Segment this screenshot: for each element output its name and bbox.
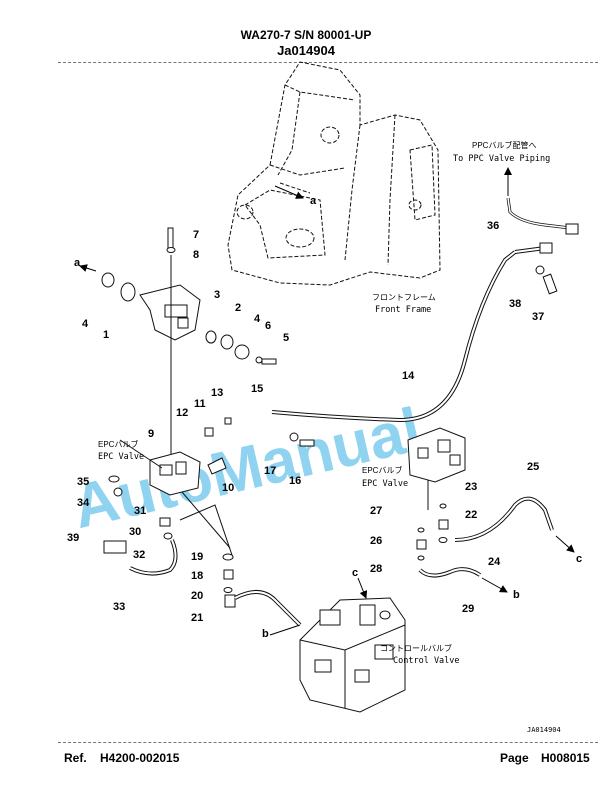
callout-5: 5 bbox=[283, 332, 289, 344]
callout-31: 31 bbox=[134, 505, 146, 517]
page-value: H008015 bbox=[541, 751, 590, 765]
callout-23: 23 bbox=[465, 481, 477, 493]
callout-10: 10 bbox=[222, 482, 234, 494]
fittings-16-17 bbox=[289, 432, 315, 447]
callout-32: 32 bbox=[133, 549, 145, 561]
callout-38: 38 bbox=[509, 298, 521, 310]
callout-26: 26 bbox=[370, 535, 382, 547]
hose-29 bbox=[418, 567, 482, 578]
callout-33: 33 bbox=[113, 601, 125, 613]
callout-2: 2 bbox=[235, 302, 241, 314]
control-valve bbox=[299, 597, 406, 713]
callout-20: 20 bbox=[191, 590, 203, 602]
epc-valve-left bbox=[103, 417, 232, 554]
callout-a-left: a bbox=[74, 257, 81, 269]
front-frame-label-jp: フロントフレーム bbox=[372, 293, 436, 302]
page-label: Page bbox=[500, 751, 529, 765]
epc-left-label-jp: EPCバルブ bbox=[98, 439, 138, 449]
callout-c-right: c bbox=[576, 553, 582, 565]
callout-a-frame: a bbox=[310, 195, 317, 207]
callout-4b: 4 bbox=[254, 313, 261, 325]
hose-21 bbox=[234, 590, 302, 627]
header-divider bbox=[58, 62, 598, 63]
callout-30: 30 bbox=[129, 526, 141, 538]
front-frame bbox=[227, 61, 441, 286]
fittings-22-28 bbox=[416, 503, 449, 561]
callout-12: 12 bbox=[176, 407, 188, 419]
fittings-18-21 bbox=[222, 553, 236, 608]
callout-7: 7 bbox=[193, 229, 199, 241]
epc-left-label-en: EPC Valve bbox=[98, 452, 144, 462]
callout-8: 8 bbox=[193, 249, 199, 261]
ppc-label-en: To PPC Valve Piping bbox=[453, 154, 550, 164]
callout-19: 19 bbox=[191, 551, 203, 563]
callout-4a: 4 bbox=[82, 318, 89, 330]
callout-22: 22 bbox=[465, 509, 477, 521]
callout-16: 16 bbox=[289, 475, 301, 487]
ref-label: Ref. bbox=[64, 751, 87, 765]
callout-27: 27 bbox=[370, 505, 382, 517]
callout-25: 25 bbox=[527, 461, 539, 473]
callout-34: 34 bbox=[77, 497, 90, 509]
callout-17: 17 bbox=[264, 465, 276, 477]
ref-value: H4200-002015 bbox=[100, 751, 180, 765]
diagram-code: Ja014904 bbox=[277, 43, 335, 58]
hose-25 bbox=[454, 496, 554, 542]
hose-33 bbox=[129, 539, 178, 576]
callout-35: 35 bbox=[77, 476, 89, 488]
control-valve-label-jp: コントロールバルブ bbox=[380, 643, 452, 653]
front-frame-label-en: Front Frame bbox=[375, 305, 431, 315]
callout-29: 29 bbox=[462, 603, 474, 615]
callout-b-right: b bbox=[513, 589, 520, 601]
epc-bracket bbox=[101, 227, 277, 365]
callout-18: 18 bbox=[191, 570, 203, 582]
callout-1: 1 bbox=[103, 329, 109, 341]
callout-24: 24 bbox=[488, 556, 501, 568]
callout-11: 11 bbox=[194, 398, 206, 410]
diagram-title: WA270-7 S/N 80001-UP bbox=[240, 28, 372, 42]
epc-right-label-en: EPC Valve bbox=[362, 479, 408, 489]
callout-21: 21 bbox=[191, 612, 203, 624]
callout-39: 39 bbox=[67, 532, 79, 544]
callout-36: 36 bbox=[487, 220, 499, 232]
callout-13: 13 bbox=[211, 387, 223, 399]
ppc-hose bbox=[506, 197, 579, 235]
callout-37: 37 bbox=[532, 311, 544, 323]
control-valve-label-en: Control Valve bbox=[393, 656, 460, 666]
fittings-37-38 bbox=[535, 265, 558, 295]
callout-c-control: c bbox=[352, 567, 358, 579]
callout-3: 3 bbox=[214, 289, 220, 301]
callout-6: 6 bbox=[265, 320, 271, 332]
epc-valve-right bbox=[407, 427, 466, 483]
hose-14 bbox=[271, 242, 553, 423]
figure-code: JA014904 bbox=[527, 726, 561, 734]
footer-divider bbox=[58, 742, 598, 743]
epc-right-label-jp: EPCバルブ bbox=[362, 465, 402, 475]
callout-9: 9 bbox=[148, 428, 154, 440]
callout-14: 14 bbox=[402, 370, 415, 382]
ppc-label-jp: PPCバルブ配管へ bbox=[472, 140, 536, 150]
callout-28: 28 bbox=[370, 563, 382, 575]
callout-b-control: b bbox=[262, 628, 269, 640]
callout-15: 15 bbox=[251, 383, 263, 395]
